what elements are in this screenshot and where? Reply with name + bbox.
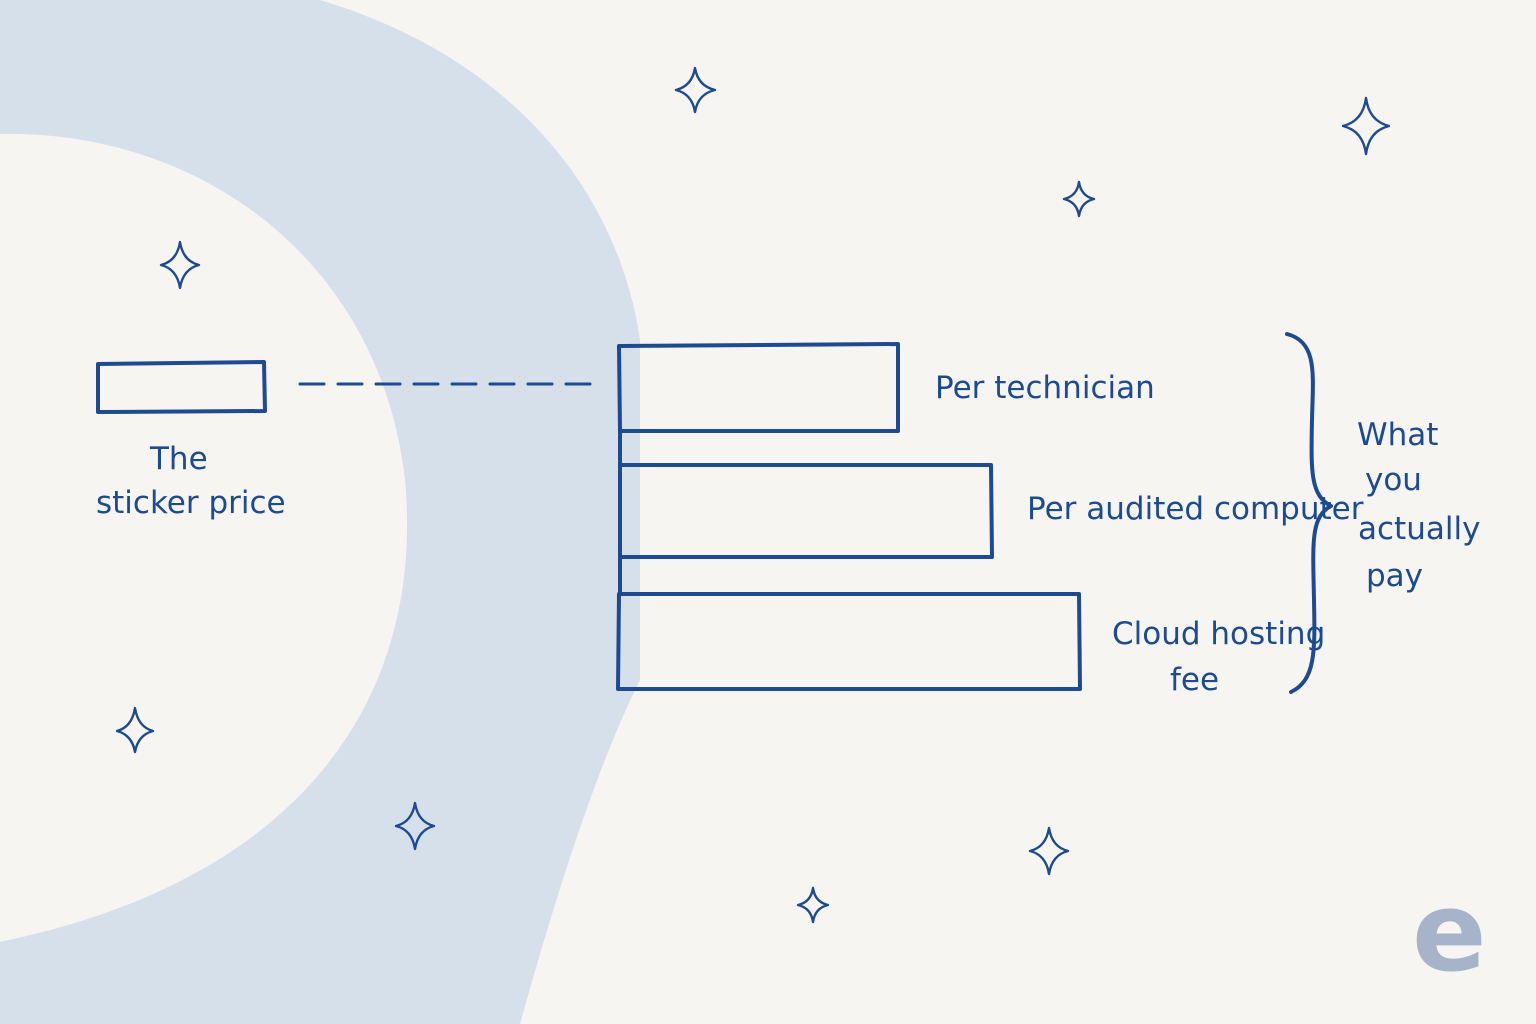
- bar-label-cloud-hosting-line1: Cloud hosting: [1112, 616, 1325, 652]
- bar-label-per-technician: Per technician: [935, 370, 1155, 406]
- bar-label-cloud-hosting-line2: fee: [1170, 662, 1219, 698]
- curly-brace: [1285, 332, 1333, 694]
- brace-label-line4: pay: [1366, 558, 1423, 594]
- sparkle-star-icon: [796, 886, 830, 924]
- sticker-price-bar: [96, 360, 267, 414]
- sticker-label-line1: The: [149, 441, 208, 477]
- background-ring: [0, 0, 640, 1024]
- sticker-label-line2: sticker price: [96, 485, 286, 521]
- bar-label-per-audited-computer: Per audited computer: [1027, 491, 1364, 527]
- bar-per-technician: [617, 342, 900, 433]
- sparkle-star-icon: [394, 801, 436, 851]
- sparkle-star-icon: [674, 66, 717, 114]
- sparkle-star-icon: [1341, 96, 1391, 156]
- sparkle-star-icon: [115, 706, 155, 754]
- bar-cloud-hosting-fee: [616, 592, 1082, 691]
- brace-label-line1: What: [1357, 417, 1438, 453]
- sparkle-star-icon: [159, 240, 201, 290]
- stars-group: [115, 66, 1391, 924]
- brace-label-line2: you: [1365, 462, 1422, 498]
- sparkle-star-icon: [1028, 826, 1070, 876]
- sparkle-star-icon: [1062, 180, 1096, 218]
- bar-per-audited-computer: [618, 463, 994, 559]
- brace-label-line3: actually: [1358, 511, 1480, 547]
- brand-logo: e: [1412, 868, 1487, 996]
